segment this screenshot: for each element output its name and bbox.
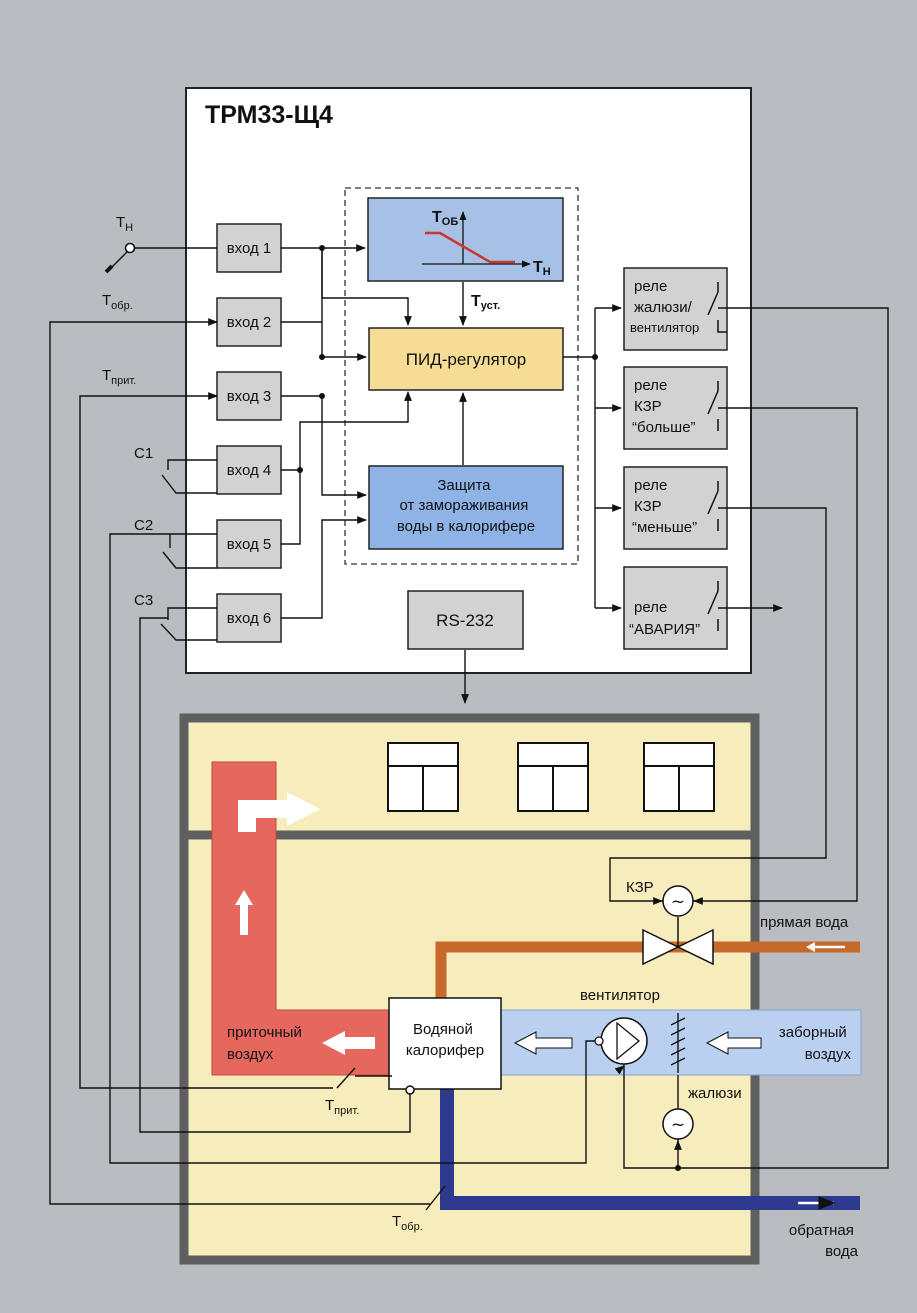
pid-label: ПИД-регулятор (406, 350, 526, 369)
pid-block (368, 327, 564, 391)
supply-air-label: приточный воздух (227, 1024, 306, 1063)
supply-sensor-node (405, 1085, 415, 1095)
relay-label: реле жалюзи/ вентилятор (630, 278, 699, 335)
supply-up-arrow (235, 890, 253, 935)
fan-label: вентилятор (580, 987, 660, 1004)
t-outdoor-label: ТН (116, 214, 133, 234)
supply-outlet-arrow (238, 792, 320, 832)
return-water-pipe (440, 1085, 860, 1210)
input-label: вход 2 (227, 314, 272, 331)
supply-left-arrow (322, 1031, 375, 1055)
input-box (216, 371, 282, 421)
regulator-frame (344, 187, 579, 565)
control-valve: ~ (642, 885, 714, 966)
rs232-label: RS-232 (436, 611, 494, 630)
c1-label: С1 (134, 445, 153, 462)
input-routing (281, 244, 412, 619)
protection-label: Защита от замораживания воды в калорифер… (397, 477, 535, 535)
water-heater (388, 997, 502, 1090)
input-label: вход 4 (227, 462, 272, 479)
outdoor-sensor (124, 242, 136, 254)
return-water-label: обратная вода (789, 1222, 859, 1260)
relay-label: реле КЗР “больше” (632, 377, 696, 436)
c2-label: С2 (134, 517, 153, 534)
shutters-label: жалюзи (688, 1085, 742, 1102)
input-label: вход 5 (227, 536, 272, 553)
t-set-label: Туст. (471, 293, 500, 312)
building-windows (387, 742, 715, 812)
direct-water-label: прямая вода (760, 914, 849, 931)
t-return-label-bottom: Тобр. (392, 1213, 423, 1233)
input-box (216, 519, 282, 569)
t-supply-label-bottom: Тприт. (325, 1097, 359, 1117)
curve-y-label: ТОБ (432, 209, 458, 228)
heating-curve (425, 231, 515, 264)
t-supply-label-top: Тприт. (102, 367, 136, 387)
curve-x-label: ТН (533, 259, 551, 278)
c3-label: С3 (134, 592, 153, 609)
input-box (216, 593, 282, 643)
relay-label: реле “АВАРИЯ” (629, 599, 700, 638)
shutters (670, 1013, 686, 1073)
input-label: вход 1 (227, 240, 272, 257)
heater-label: Водяной калорифер (406, 1021, 484, 1059)
input-box (216, 445, 282, 495)
intake-air-label: заборный воздух (779, 1024, 852, 1063)
intake-left-arrow-2 (705, 1031, 762, 1055)
shutter-motor: ~ (662, 1075, 694, 1140)
intake-left-arrow-1 (513, 1031, 573, 1055)
protection-block (368, 465, 564, 550)
svg-text:~: ~ (671, 892, 685, 912)
relay-contacts (707, 282, 727, 631)
kzr-label: КЗР (626, 879, 654, 896)
device-title: ТРМ33-Щ4 (205, 101, 333, 129)
input-label: вход 3 (227, 388, 272, 405)
t-return-label-top: Тобр. (102, 292, 133, 312)
rs232-block (407, 590, 524, 650)
relay-label: реле КЗР “меньше” (632, 477, 697, 536)
input-boxes: вход 1 вход 2 вход 3 вход 4 вход 5 вход … (216, 223, 282, 643)
input-label: вход 6 (227, 610, 272, 627)
svg-text:~: ~ (671, 1115, 685, 1135)
fan (594, 1017, 648, 1065)
direct-water-pipe (435, 941, 860, 1001)
